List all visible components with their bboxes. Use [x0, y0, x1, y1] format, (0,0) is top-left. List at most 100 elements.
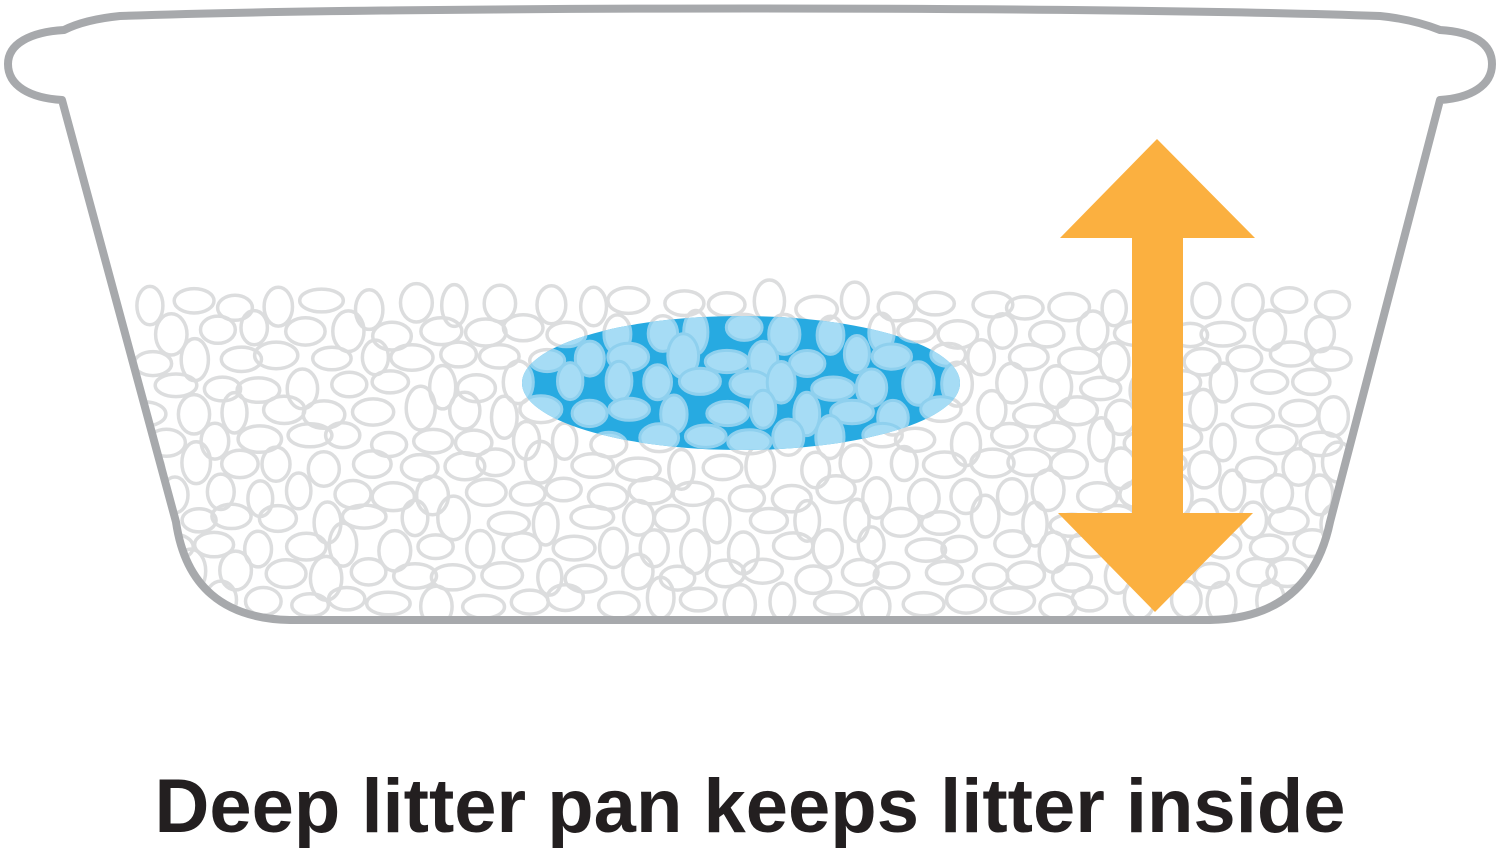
litter-pellet-icon: [843, 497, 871, 544]
litter-pellet-icon: [439, 282, 469, 329]
litter-pellet-icon: [1076, 309, 1110, 352]
litter-pellet-icon: [132, 349, 174, 378]
litter-pellet-icon: [1033, 420, 1076, 452]
litter-pellet-icon: [404, 384, 437, 432]
litter-pellet-icon: [509, 588, 551, 616]
litter-pellet-icon: [896, 318, 937, 344]
litter-pellet-icon: [1260, 472, 1295, 514]
litter-pellet-icon: [439, 340, 479, 369]
litter-pellet-icon: [1098, 340, 1131, 383]
litter-pellet-icon: [1030, 468, 1066, 513]
litter-pellet-icon: [949, 477, 983, 516]
litter-pellet-icon: [429, 562, 476, 592]
litter-pellet-icon: [995, 477, 1029, 516]
litter-pellet-icon: [969, 447, 1016, 479]
litter-pellet-icon: [606, 285, 651, 316]
litter-pellet-icon: [501, 531, 543, 563]
litter-pellet-icon: [535, 283, 568, 326]
litter-pellet-icon: [501, 313, 545, 343]
wet-pellets: [522, 316, 960, 450]
litter-pellet-icon: [800, 450, 832, 490]
litter-pellet-icon: [976, 388, 1008, 431]
litter-pellet-icon: [199, 421, 231, 461]
wet-pellet-icon: [810, 375, 857, 402]
litter-pellet-icon: [768, 581, 797, 620]
litter-pellet-icon: [1050, 562, 1094, 593]
wet-pellet-icon: [901, 360, 936, 407]
litter-pellet-icon: [370, 320, 414, 352]
litter-pellet-icon: [310, 345, 353, 372]
litter-pellet-icon: [349, 557, 388, 587]
litter-pellet-icon: [1199, 320, 1247, 348]
litter-pellet-icon: [414, 474, 451, 517]
litter-pellet-icon: [702, 497, 732, 545]
litter-pellet-icon: [597, 526, 629, 570]
litter-pellet-icon: [1055, 395, 1100, 427]
litter-pellet-icon: [260, 445, 292, 484]
litter-pellet-icon: [1011, 402, 1057, 429]
litter-pellet-icon: [285, 367, 320, 411]
litter-pellet-icon: [621, 552, 655, 591]
litter-pellet-icon: [180, 506, 218, 534]
litter-pellet-icon: [1103, 398, 1138, 437]
litter-pellet-icon: [389, 342, 435, 373]
litter-pellet-icon: [132, 505, 163, 545]
litter-pellet-icon: [1250, 369, 1290, 395]
litter-pellet-icon: [969, 493, 1001, 539]
litter-pellet-icon: [1047, 291, 1092, 323]
litter-pellet-icon: [443, 451, 487, 482]
litter-pellet-icon: [1248, 533, 1290, 562]
wet-pellet-icon: [683, 423, 728, 449]
wet-pellet-icon: [570, 398, 609, 429]
litter-pellet-icon: [447, 390, 482, 431]
litter-pellet-icon: [995, 361, 1029, 405]
litter-pellet-icon: [489, 394, 519, 440]
litter-pellet-icon: [153, 372, 199, 399]
wet-pellet-icon: [870, 342, 913, 371]
litter-pellet-icon: [1007, 342, 1050, 372]
litter-pellet-icon: [1309, 346, 1353, 372]
litter-pellet-icon: [1313, 289, 1352, 320]
litter-pellet-icon: [921, 450, 968, 480]
litter-pellet-icon: [536, 557, 564, 597]
litter-pellet-icon: [242, 529, 274, 569]
litter-pellet-icon: [1208, 361, 1239, 404]
litter-pellet-icon: [1021, 500, 1049, 548]
litter-pellet-icon: [678, 586, 718, 613]
litter-pellet-icon: [1075, 480, 1120, 513]
litter-pellet-icon: [596, 590, 641, 620]
wet-pellet-icon: [604, 359, 634, 403]
litter-pellet-icon: [477, 343, 521, 370]
litter-pellet-icon: [508, 480, 547, 507]
wet-pellet-icon: [642, 363, 673, 402]
wet-spot: [522, 316, 960, 450]
wet-pellet-icon: [556, 361, 585, 402]
litter-pellet-icon: [327, 521, 359, 568]
litter-pellet-icon: [794, 564, 833, 596]
litter-pellet-icon: [1304, 314, 1337, 354]
litter-pellet-icon: [257, 503, 299, 534]
litter-pellet-icon: [219, 345, 264, 374]
litter-pellet-icon: [839, 280, 870, 321]
litter-pellet-icon: [326, 585, 367, 612]
litter-pellet-icon: [966, 338, 997, 377]
litter-pellet-icon: [794, 294, 840, 324]
litter-pellet-icon: [812, 590, 860, 617]
litter-pellet-icon: [176, 392, 212, 436]
litter-pellet-icon: [1312, 562, 1359, 593]
litter-pellet-icon: [463, 317, 508, 348]
litter-pellet-icon: [569, 504, 616, 530]
litter-pellet-icon: [465, 528, 496, 569]
litter-pellet-icon: [323, 421, 362, 450]
litter-pellet-icon: [464, 477, 508, 508]
litter-pellet-icon: [859, 586, 892, 620]
wet-pellet-icon: [573, 339, 606, 378]
litter-pellet-icon: [135, 284, 165, 327]
litter-pellet-icon: [419, 316, 464, 347]
litter-pellet-icon: [1187, 450, 1222, 490]
wet-pellet-icon: [522, 359, 535, 406]
litter-pellet-icon: [638, 528, 670, 569]
litter-pellet-icon: [340, 503, 388, 530]
litter-pellet-icon: [861, 475, 893, 520]
litter-pellet-icon: [578, 285, 609, 328]
